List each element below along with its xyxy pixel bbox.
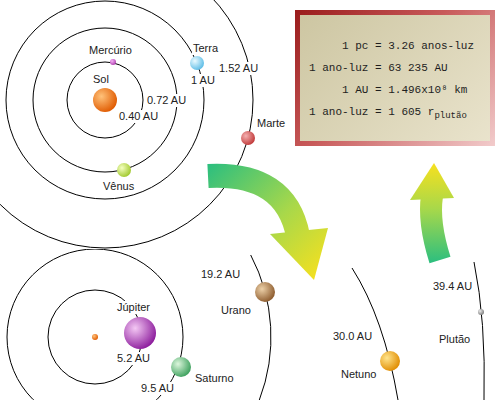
orbit-mercury [67,62,143,138]
distance-label: 19.2 AU [200,268,241,281]
planet-neptune [380,351,400,371]
planet-name: Saturno [194,372,235,385]
planet-venus [117,163,131,177]
planet-name: Urano [220,304,252,317]
distance-label: 9.5 AU [140,382,175,395]
orbit-uranus [251,255,271,400]
conversion-text: 1 ano-luz = 1 605 r [309,106,434,118]
planet-pluto [478,309,484,315]
info-box: 1 pc = 3.26 anos-luz 1 ano-luz = 63 235 A… [295,10,495,146]
equation-line: 1 AU = 1.496x10⁸ km [306,79,484,101]
distance-label: 30.0 AU [332,330,373,343]
conversion-text: 1 ano-luz = 63 235 AU [309,62,448,74]
conversion-text: 1 pc = 3.26 anos-luz [342,40,474,52]
equation-line: 1 ano-luz = 63 235 AU [306,57,484,79]
distance-label: 0.40 AU [118,110,159,123]
info-panel: 1 pc = 3.26 anos-luz 1 ano-luz = 63 235 A… [300,15,490,141]
orbit-pluto [474,262,484,400]
curved-arrow-head [410,163,454,200]
curved-arrow-body [431,196,440,260]
sun [93,88,117,112]
planet-name: Júpiter [116,301,151,314]
planet-name: Vênus [102,180,135,193]
planet-jupiter [124,317,156,349]
planet-name: Netuno [340,368,377,381]
planet-name: Mercúrio [88,44,133,57]
orbit-saturn [7,249,183,400]
orbit-mars [0,0,253,248]
distance-label: 1.52 AU [218,62,259,75]
planet-uranus [255,282,275,302]
distance-label: 5.2 AU [116,352,151,365]
planet-mercury [110,59,116,65]
planet-name: Sol [92,73,110,86]
equation-line: 1 pc = 3.26 anos-luz [306,35,484,57]
equation-line: 1 ano-luz = 1 605 rplutão [306,101,484,127]
curved-arrow-body [208,176,298,236]
planet-name: Plutão [438,333,471,346]
sun-small [92,334,98,340]
curved-arrow-head [270,228,328,280]
conversion-text: plutão [434,111,466,121]
orbit-earth [6,1,204,199]
planet-name: Terra [192,42,219,55]
planet-saturn [171,357,191,377]
distance-label: 39.4 AU [432,280,473,293]
planet-mars [241,131,255,145]
planet-earth [190,56,204,70]
planet-name: Marte [256,117,286,130]
conversion-text: 1 AU = 1.496x10⁸ km [342,84,467,96]
distance-label: 1 AU [190,74,216,87]
distance-label: 0.72 AU [146,94,187,107]
